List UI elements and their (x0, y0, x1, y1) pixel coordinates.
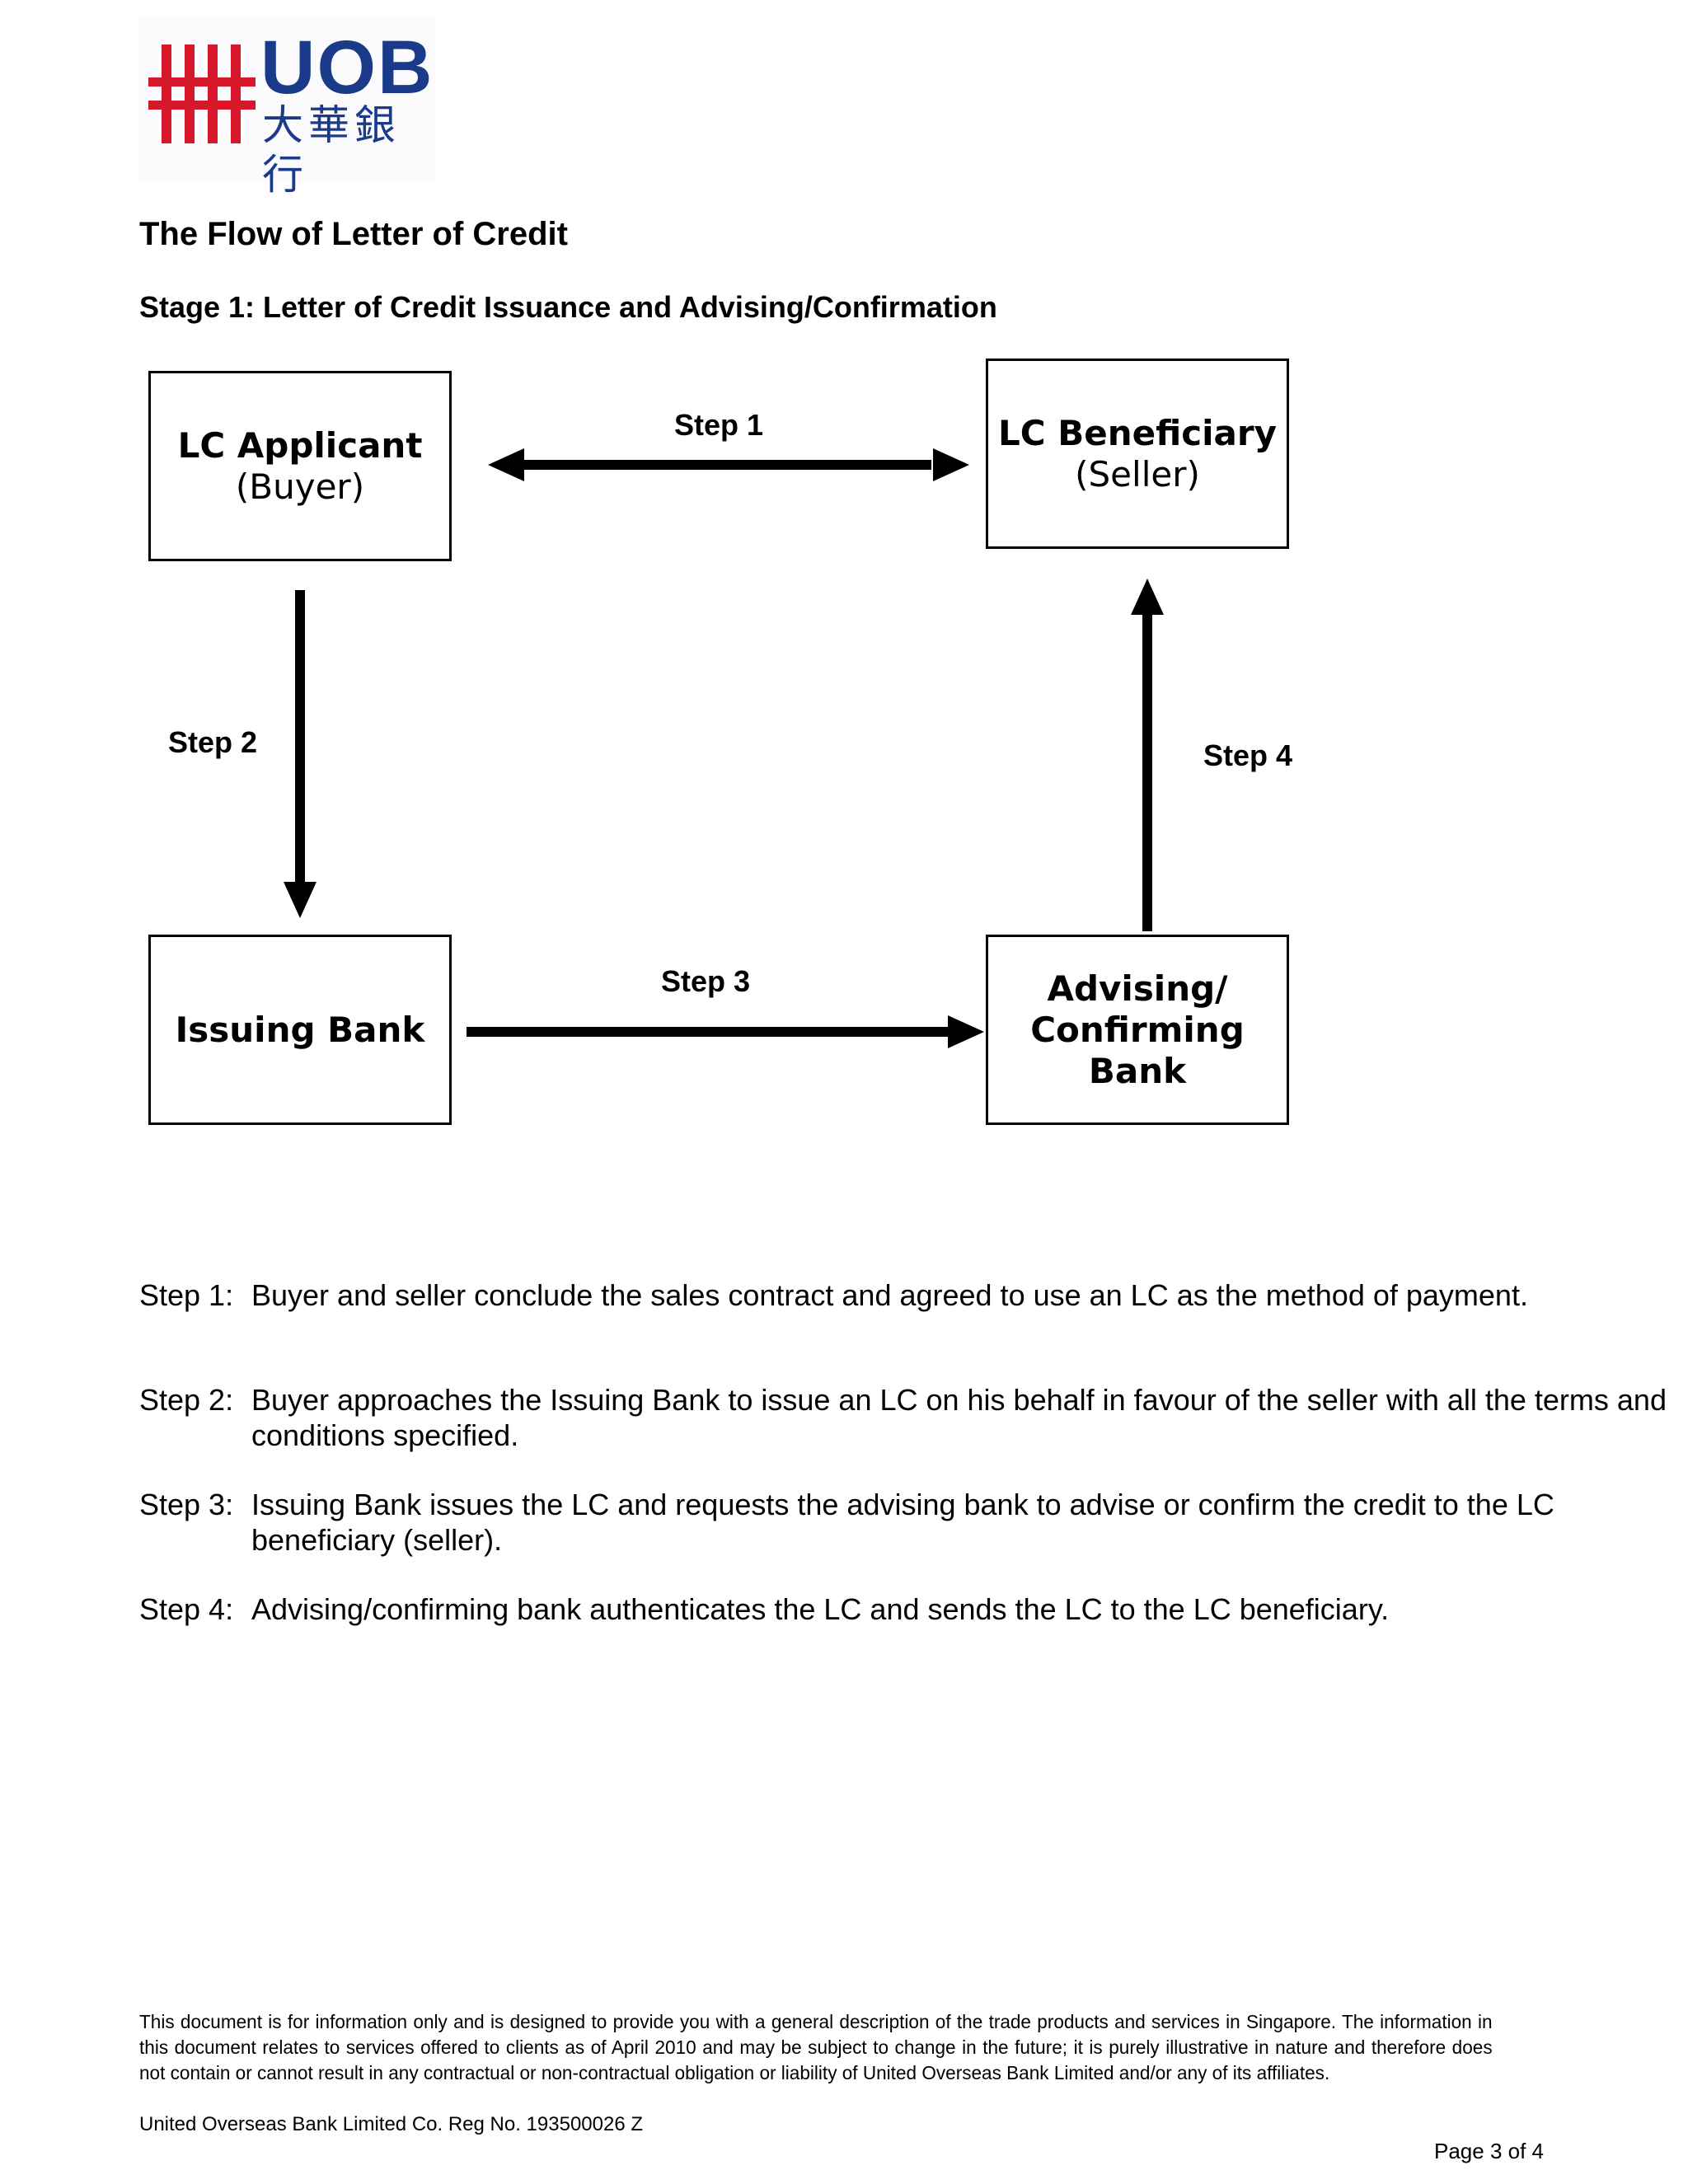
advising-bank-box: Advising/ Confirming Bank (986, 935, 1289, 1125)
logo-chinese-name: 大華銀行 (262, 101, 401, 199)
lc-applicant-box: LC Applicant (Buyer) (148, 371, 452, 561)
step3-label: Step 3 (661, 964, 751, 998)
step-text: Advising/confirming bank authenticates t… (251, 1592, 1390, 1626)
step-text: Buyer approaches the Issuing Bank to iss… (251, 1383, 1667, 1452)
step-number: Step 1: (139, 1278, 234, 1312)
logo-wordmark: UOB (260, 26, 434, 110)
lc-beneficiary-label: LC Beneficiary (998, 412, 1277, 453)
advising-bank-line2: Confirming (1030, 1009, 1245, 1050)
step1-label: Step 1 (674, 408, 764, 442)
step1-double-arrow (488, 448, 969, 481)
step2-down-arrow (284, 590, 316, 918)
step-number: Step 3: (139, 1488, 234, 1521)
step3-right-arrow (467, 1015, 984, 1048)
uob-logo: UOB 大華銀行 (138, 18, 435, 199)
issuing-bank-box: Issuing Bank (148, 935, 452, 1125)
step-text: Issuing Bank issues the LC and requests … (251, 1488, 1554, 1557)
lc-beneficiary-box: LC Beneficiary (Seller) (986, 359, 1289, 549)
step-number: Step 4: (139, 1592, 234, 1626)
lc-applicant-label: LC Applicant (177, 424, 423, 466)
step4-up-arrow (1131, 579, 1164, 931)
page-title: The Flow of Letter of Credit (139, 216, 568, 252)
company-registration: United Overseas Bank Limited Co. Reg No.… (139, 2113, 644, 2135)
step-text: Buyer and seller conclude the sales cont… (251, 1278, 1528, 1312)
advising-bank-line1: Advising/ (1047, 968, 1228, 1009)
issuing-bank-label: Issuing Bank (175, 1009, 425, 1050)
step4-label: Step 4 (1203, 738, 1293, 772)
disclaimer: This document is for information only an… (139, 2011, 1493, 2083)
page-number: Page 3 of 4 (1434, 2139, 1544, 2163)
lc-beneficiary-role: (Seller) (1075, 453, 1200, 494)
stage-heading: Stage 1: Letter of Credit Issuance and A… (139, 290, 997, 324)
step-number: Step 2: (139, 1383, 234, 1417)
uob-rafters-icon (148, 45, 256, 143)
advising-bank-line3: Bank (1088, 1050, 1187, 1091)
step2-label: Step 2 (168, 725, 258, 759)
lc-applicant-role: (Buyer) (235, 466, 365, 507)
